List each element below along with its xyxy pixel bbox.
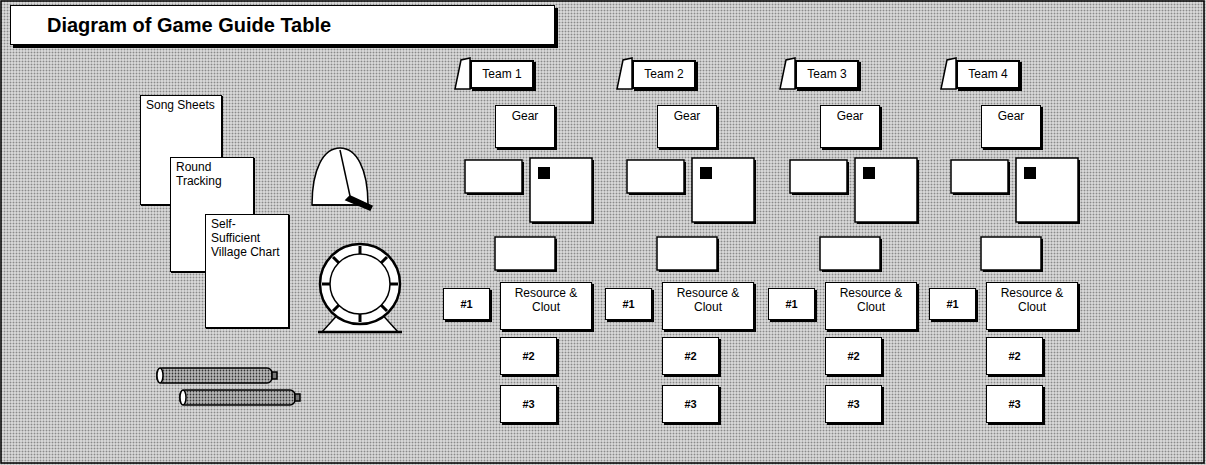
node-text: Team 2: [644, 68, 683, 82]
node-text: Resource & Clout: [830, 287, 912, 315]
node-text: #3: [684, 398, 696, 411]
node-text: #2: [847, 350, 859, 363]
team-label: Team 1: [470, 60, 534, 89]
node-text: #3: [522, 398, 534, 411]
flashlight-tubes: [157, 368, 300, 405]
team-2-set: [617, 58, 756, 272]
slot-number-box: #3: [500, 385, 557, 423]
slot-number-box: #1: [929, 288, 976, 320]
slot-number-box: #3: [662, 385, 719, 423]
node-text: Team 3: [807, 68, 846, 82]
slot-number-box: #2: [500, 337, 557, 375]
slot-number-box: #2: [825, 337, 882, 375]
node-text: Gear: [674, 110, 701, 124]
gear-box: Gear: [820, 105, 880, 148]
slot-number-box: #1: [768, 288, 815, 320]
node-text: Resource & Clout: [667, 287, 749, 315]
title-text: Diagram of Game Guide Table: [47, 14, 331, 37]
slot-number-box: #2: [662, 337, 719, 375]
team-3-set: [780, 58, 919, 272]
slot-number-box: #2: [986, 337, 1043, 375]
resource-box: Resource & Clout: [825, 282, 917, 330]
slot-number-box: #1: [443, 288, 490, 320]
slot-number-box: #1: [605, 288, 652, 320]
team-1-set: [455, 58, 594, 272]
node-text: Resource & Clout: [505, 287, 587, 315]
node-text: #2: [1008, 350, 1020, 363]
wheel-icon: [318, 244, 402, 332]
resource-box: Resource & Clout: [662, 282, 754, 330]
team-label: Team 3: [795, 60, 859, 89]
title-box: Diagram of Game Guide Table: [10, 5, 555, 45]
resource-box: Resource & Clout: [986, 282, 1078, 330]
node-text: Team 4: [968, 68, 1007, 82]
node-text: Resource & Clout: [991, 287, 1073, 315]
node-text: #2: [684, 350, 696, 363]
node-text: #1: [785, 298, 797, 311]
node-text: Team 1: [482, 68, 521, 82]
bell-icon: [312, 148, 372, 210]
gear-box: Gear: [495, 105, 555, 148]
node-text: Gear: [998, 110, 1025, 124]
paper-sheet: Self-Sufficient Village Chart: [205, 214, 289, 328]
team-4-set: [941, 58, 1080, 272]
node-text: #1: [622, 298, 634, 311]
team-label: Team 2: [632, 60, 696, 89]
node-text: Self-Sufficient Village Chart: [211, 218, 283, 259]
resource-box: Resource & Clout: [500, 282, 592, 330]
node-text: Song Sheets: [146, 99, 215, 113]
slot-number-box: #3: [825, 385, 882, 423]
node-text: #3: [1008, 398, 1020, 411]
slot-number-box: #3: [986, 385, 1043, 423]
node-text: #2: [522, 350, 534, 363]
node-text: Gear: [512, 110, 539, 124]
node-text: Gear: [837, 110, 864, 124]
team-label: Team 4: [956, 60, 1020, 89]
gear-box: Gear: [657, 105, 717, 148]
gear-box: Gear: [981, 105, 1041, 148]
node-text: #1: [460, 298, 472, 311]
node-text: Round Tracking: [176, 161, 248, 189]
node-text: #1: [946, 298, 958, 311]
node-text: #3: [847, 398, 859, 411]
